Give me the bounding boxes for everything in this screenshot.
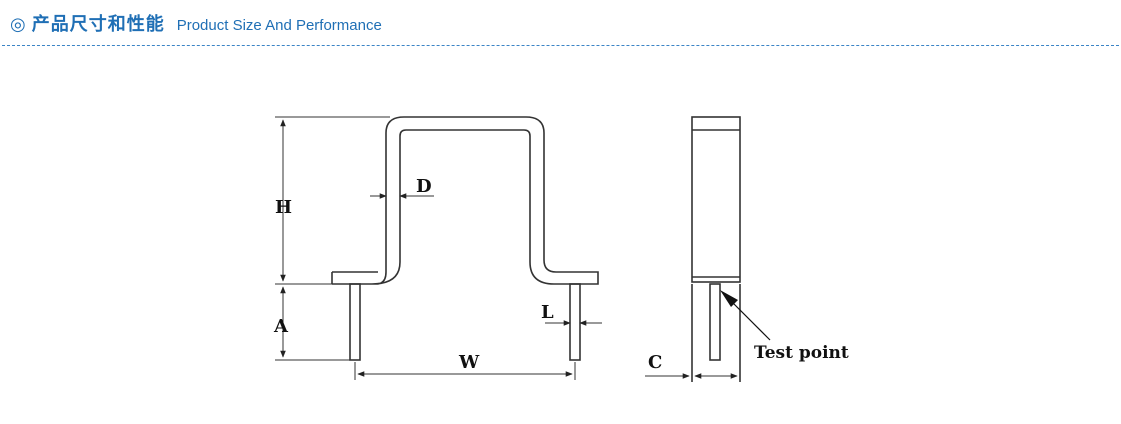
dimension-w	[354, 362, 576, 380]
dashed-divider	[2, 45, 1119, 46]
resistor-side-view	[691, 116, 741, 382]
label-h: H	[275, 197, 292, 218]
section-title-cn: 产品尺寸和性能	[31, 14, 165, 35]
label-l: L	[541, 302, 554, 323]
section-title-en: Product Size And Performance	[176, 17, 382, 34]
label-test-point: Test point	[754, 343, 849, 363]
label-c: C	[648, 352, 662, 373]
label-a: A	[273, 316, 289, 337]
section-header: ◎ 产品尺寸和性能 Product Size And Performance	[10, 10, 382, 36]
dimension-a	[275, 286, 350, 361]
label-d: D	[416, 176, 432, 197]
test-point-pointer	[720, 290, 771, 341]
dimension-h	[275, 116, 390, 285]
resistor-front-view	[331, 116, 599, 361]
double-circle-icon: ◎	[10, 14, 26, 35]
label-w: W	[458, 352, 480, 373]
